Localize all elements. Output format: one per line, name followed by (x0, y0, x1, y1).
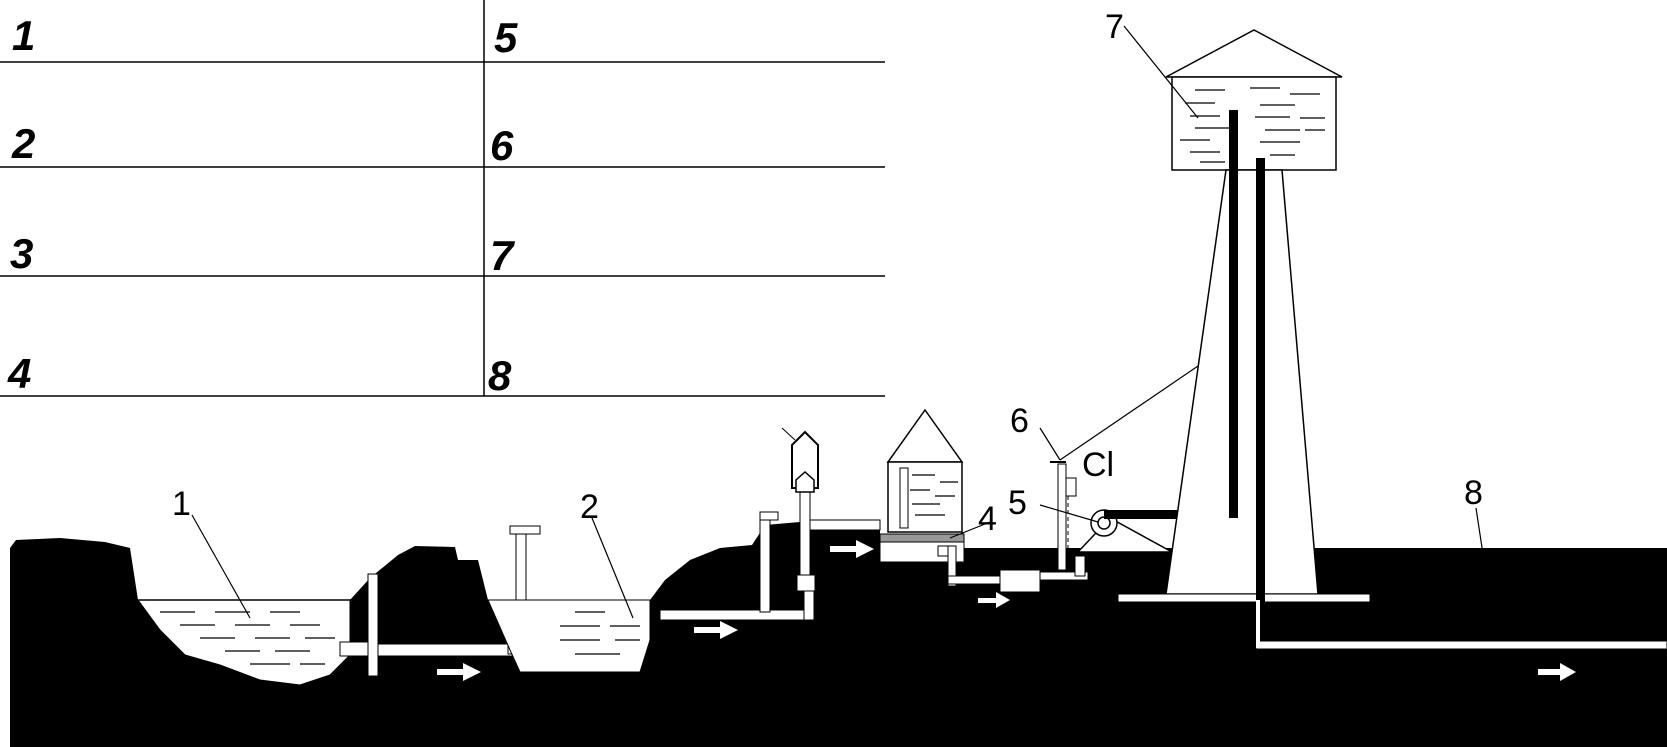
table-cell-8: 8 (488, 352, 512, 399)
label-chlorinator: 6 (1010, 402, 1029, 440)
label-pump: 5 (1008, 484, 1027, 522)
table-cell-5: 5 (494, 14, 518, 61)
table-cell-3: 3 (10, 230, 33, 277)
table-cell-7: 7 (490, 232, 515, 279)
label-reservoir: 1 (172, 485, 191, 523)
label-settling-basin: 2 (580, 488, 599, 526)
label-filter: 4 (978, 500, 997, 538)
table-cell-1: 1 (12, 12, 35, 59)
filter-building (880, 410, 964, 562)
table-cell-2: 2 (11, 120, 35, 167)
table-cell-6: 6 (490, 122, 514, 169)
legend-table (0, 0, 885, 396)
table-cell-4: 4 (7, 350, 31, 397)
chlorine-label: Cl (1082, 446, 1114, 484)
label-water-tower: 7 (1105, 8, 1124, 46)
label-distribution: 8 (1464, 474, 1483, 512)
